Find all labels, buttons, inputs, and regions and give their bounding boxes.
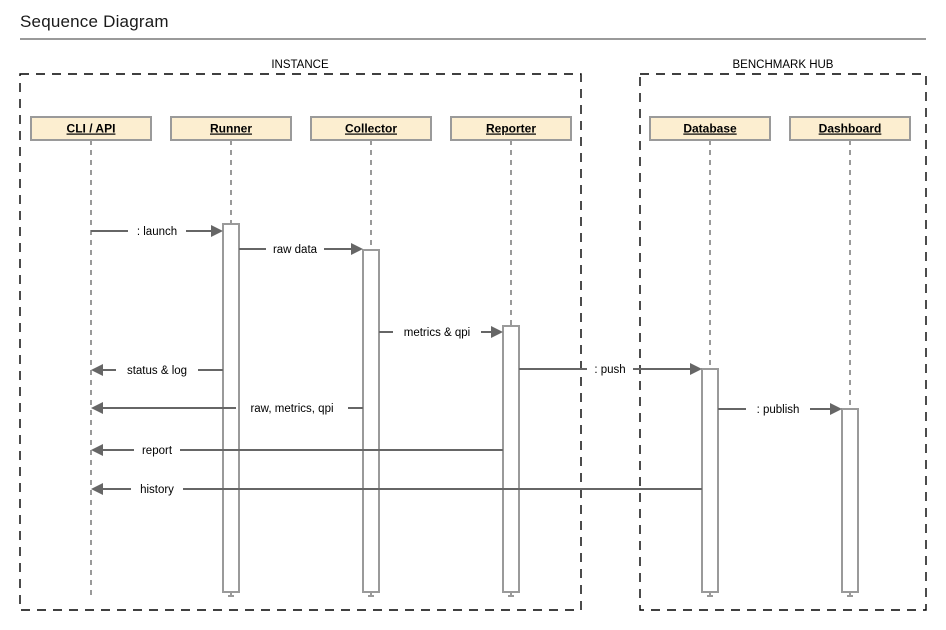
lifeline-label-reporter: Reporter: [486, 122, 536, 136]
message-arrowhead-m9: [91, 483, 103, 495]
message-arrowhead-m1: [211, 225, 223, 237]
partition-hub: [639, 73, 927, 611]
lifeline-label-runner: Runner: [210, 122, 252, 136]
message-label-m4: : push: [594, 364, 625, 376]
message-layer: : launch raw data metrics & qpi : push : pub…: [91, 225, 842, 496]
lifeline-box-cli[interactable]: [30, 116, 152, 141]
activation-bar-dashboard: [841, 408, 859, 593]
message-label-m1: : launch: [137, 226, 177, 238]
lifeline-cli[interactable]: CLI / API: [30, 116, 152, 141]
message-label-m6: status & log: [127, 365, 187, 377]
message-m3[interactable]: metrics & qpi: [379, 326, 503, 339]
message-label-m2: raw data: [273, 244, 318, 256]
message-m7[interactable]: raw, metrics, qpi: [91, 402, 363, 415]
message-m8[interactable]: report: [91, 444, 503, 457]
message-arrowhead-m4: [690, 363, 702, 375]
partition-label-instance: INSTANCE: [271, 59, 329, 71]
activation-bar-collector: [362, 249, 380, 593]
lifeline-dashboard[interactable]: Dashboard: [789, 116, 911, 141]
message-arrowhead-m5: [830, 403, 842, 415]
message-label-m5: : publish: [757, 404, 800, 416]
message-arrowhead-m3: [491, 326, 503, 338]
lifeline-collector[interactable]: Collector: [310, 116, 432, 141]
lifeline-label-dashboard: Dashboard: [819, 122, 882, 136]
lifeline-database[interactable]: Database: [649, 116, 771, 141]
message-label-m3: metrics & qpi: [404, 327, 470, 339]
message-arrowhead-m8: [91, 444, 103, 456]
message-arrowhead-m7: [91, 402, 103, 414]
message-m4[interactable]: : push: [519, 363, 702, 376]
partition-layer: INSTANCE BENCHMARK HUB: [19, 59, 927, 611]
lifeline-label-collector: Collector: [345, 122, 397, 136]
lifeline-box-dashboard[interactable]: [789, 116, 911, 141]
message-m6[interactable]: status & log: [91, 364, 223, 377]
lifeline-reporter[interactable]: Reporter: [450, 116, 572, 141]
lifeline-box-layer: CLI / API Runner Collector Reporter Database…: [30, 116, 911, 141]
page-title: Sequence Diagram: [20, 12, 169, 31]
message-arrowhead-m6: [91, 364, 103, 376]
partition-instance: [19, 73, 582, 611]
lifeline-label-database: Database: [683, 122, 737, 136]
message-label-m8: report: [142, 445, 173, 457]
lifeline-box-collector[interactable]: [310, 116, 432, 141]
message-m9[interactable]: history: [91, 483, 702, 496]
message-m2[interactable]: raw data: [239, 243, 363, 256]
activation-bar-reporter: [502, 325, 520, 593]
message-label-m9: history: [140, 484, 174, 496]
partition-label-hub: BENCHMARK HUB: [733, 59, 834, 71]
message-label-m7: raw, metrics, qpi: [250, 403, 333, 415]
lifeline-box-database[interactable]: [649, 116, 771, 141]
lifeline-runner[interactable]: Runner: [170, 116, 292, 141]
activation-bar-database: [701, 368, 719, 593]
lifeline-box-reporter[interactable]: [450, 116, 572, 141]
message-arrowhead-m2: [351, 243, 363, 255]
title-divider: [20, 38, 926, 40]
lifeline-label-cli: CLI / API: [67, 122, 116, 136]
lifeline-box-runner[interactable]: [170, 116, 292, 141]
message-m5[interactable]: : publish: [718, 403, 842, 416]
message-m1[interactable]: : launch: [91, 225, 223, 238]
